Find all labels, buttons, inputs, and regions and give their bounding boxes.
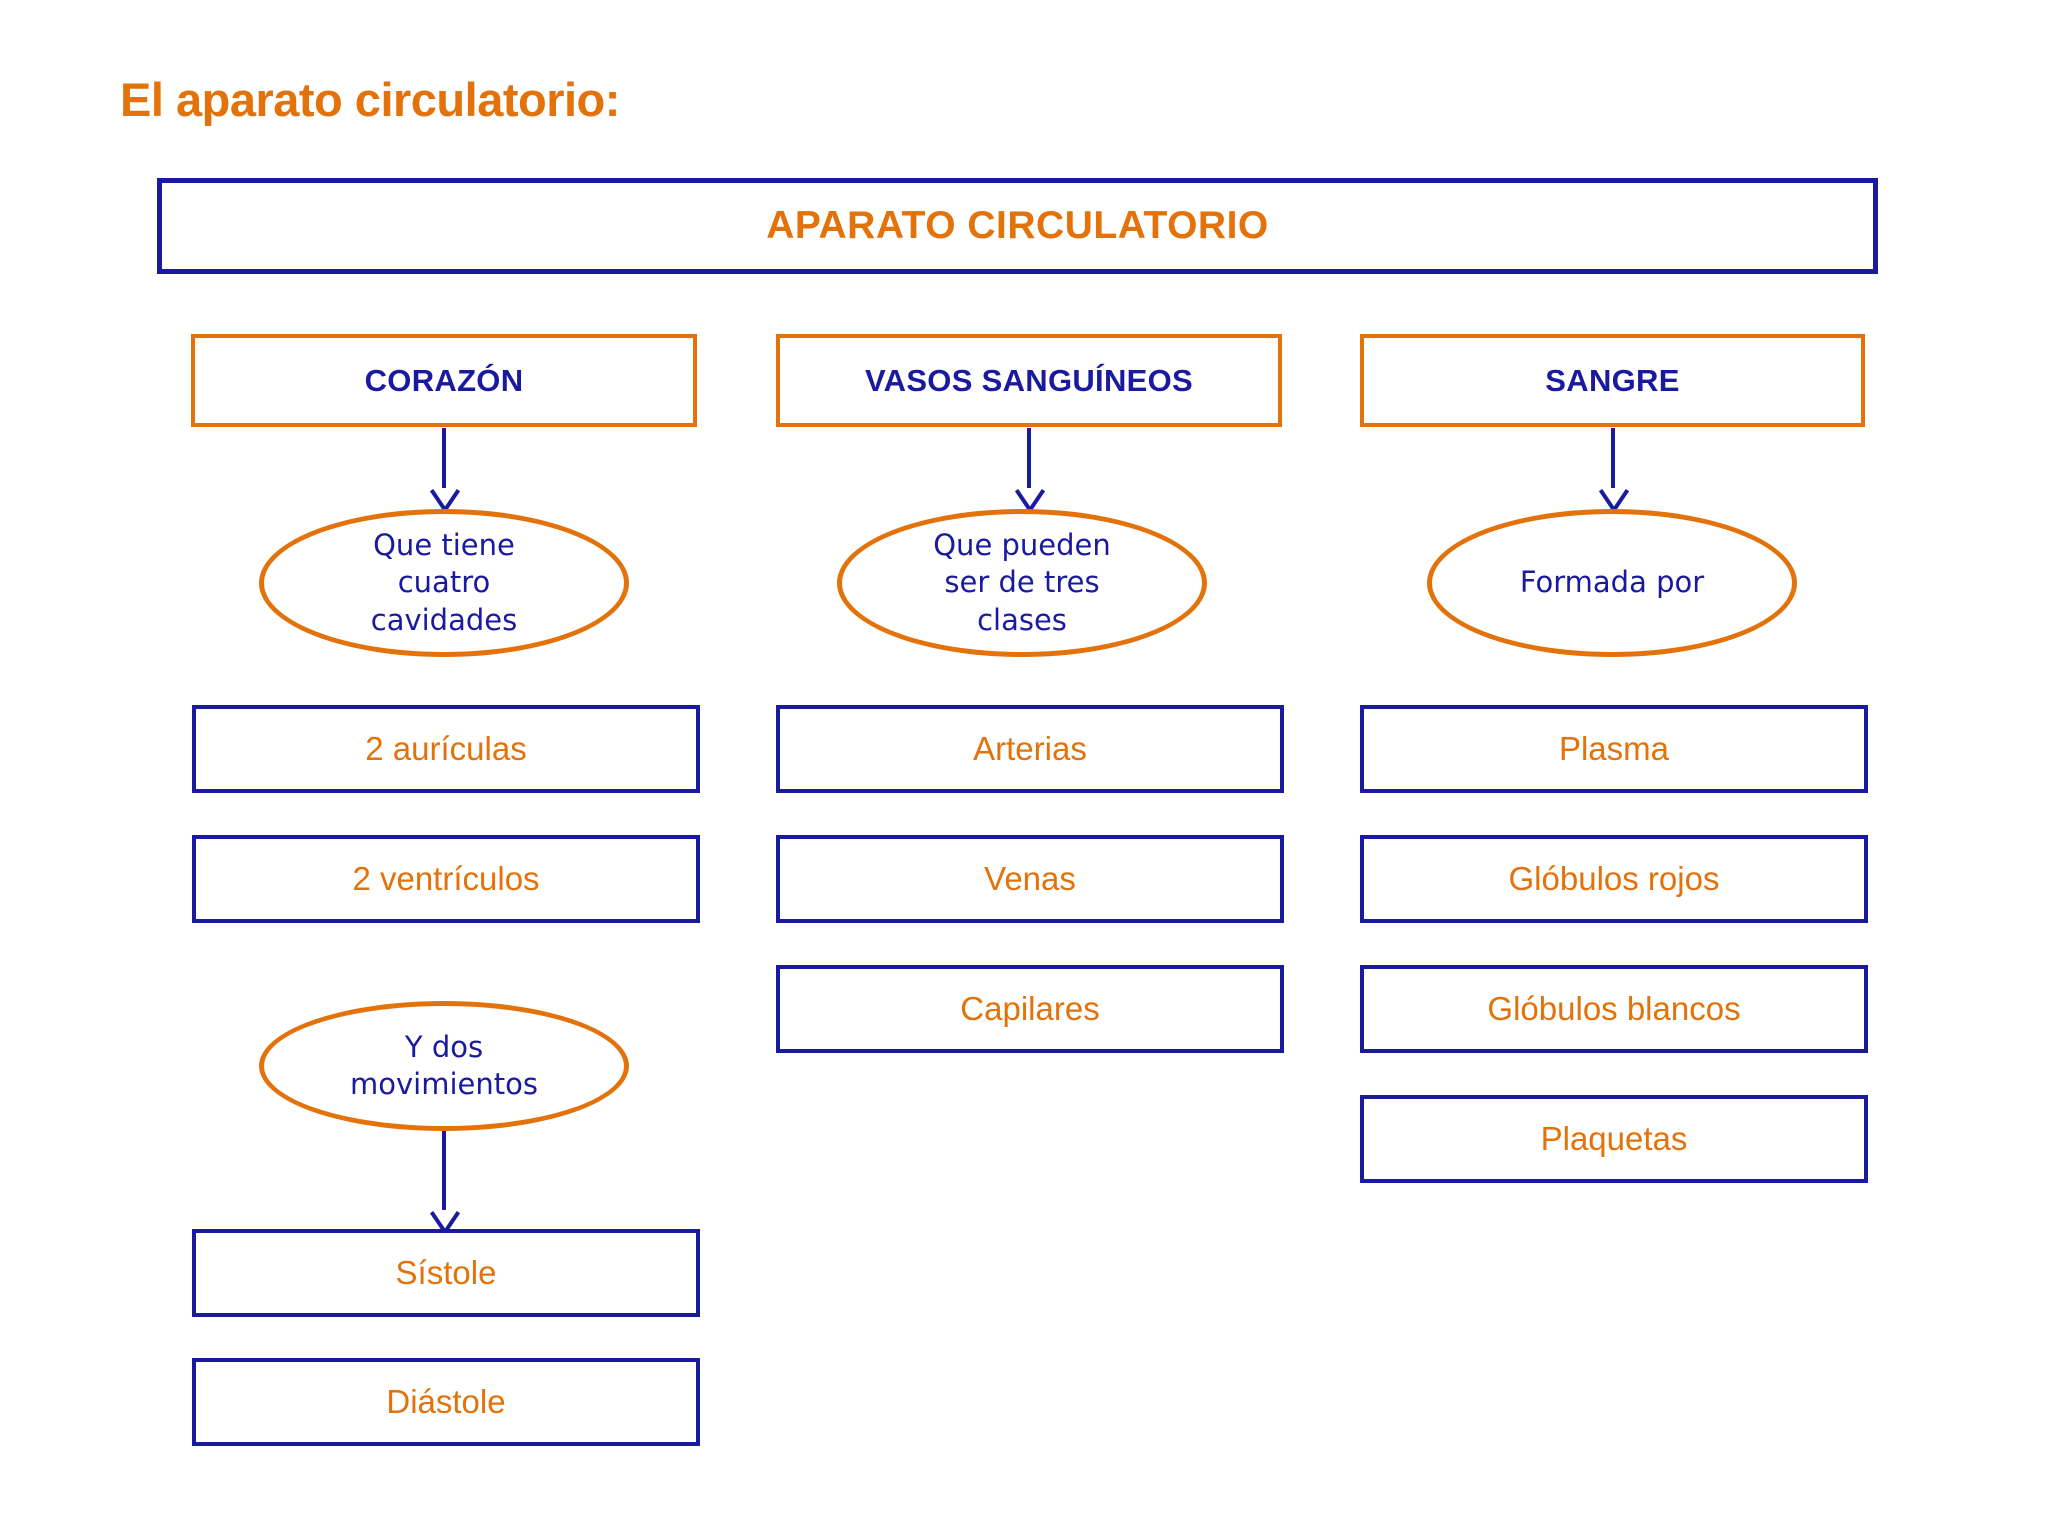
category-box-vasos-sanguineos: VASOS SANGUÍNEOS bbox=[776, 334, 1282, 427]
leaf-label: 2 aurículas bbox=[365, 730, 527, 767]
ellipse-label-sangre-formada-por: Formada por bbox=[1519, 565, 1705, 600]
leaf-label: Venas bbox=[984, 860, 1076, 897]
category-label-sangre: SANGRE bbox=[1545, 362, 1680, 398]
leaf-label: Plaquetas bbox=[1540, 1120, 1688, 1157]
arrow-down-icon-vasos-to-ellipse bbox=[1017, 428, 1041, 510]
root-node-label: APARATO CIRCULATORIO bbox=[766, 204, 1269, 247]
leaf-box-capilares: Capilares bbox=[776, 965, 1284, 1053]
leaf-label: Glóbulos rojos bbox=[1508, 860, 1720, 897]
leaf-box-plaquetas: Plaquetas bbox=[1360, 1095, 1868, 1183]
arrow-down-icon-corazon-to-ellipse bbox=[432, 428, 456, 510]
leaf-label: Glóbulos blancos bbox=[1487, 990, 1741, 1027]
leaf-box-globulos-blancos: Glóbulos blancos bbox=[1360, 965, 1868, 1053]
arrow-down-icon-sangre-to-ellipse bbox=[1601, 428, 1625, 510]
arrow-down-icon-movimientos-to-sistole bbox=[432, 1131, 456, 1232]
leaf-box-diastole: Diástole bbox=[192, 1358, 700, 1446]
leaf-label: Sístole bbox=[395, 1254, 497, 1291]
leaf-box-2-ventriculos: 2 ventrículos bbox=[192, 835, 700, 923]
leaf-box-plasma: Plasma bbox=[1360, 705, 1868, 793]
leaf-label: Plasma bbox=[1558, 730, 1670, 767]
leaf-label: Arterias bbox=[973, 730, 1087, 767]
leaf-label: Diástole bbox=[386, 1383, 506, 1420]
leaf-box-sistole: Sístole bbox=[192, 1229, 700, 1317]
root-node-aparato-circulatorio: APARATO CIRCULATORIO bbox=[157, 178, 1878, 274]
category-box-sangre: SANGRE bbox=[1360, 334, 1865, 427]
leaf-box-globulos-rojos: Glóbulos rojos bbox=[1360, 835, 1868, 923]
category-box-corazon: CORAZÓN bbox=[191, 334, 697, 427]
leaf-box-2-auriculas: 2 aurículas bbox=[192, 705, 700, 793]
category-label-vasos-sanguineos: VASOS SANGUÍNEOS bbox=[864, 362, 1194, 398]
ellipse-sangre-formada-por: Formada por bbox=[1427, 509, 1797, 657]
leaf-label: Capilares bbox=[960, 990, 1100, 1027]
leaf-box-arterias: Arterias bbox=[776, 705, 1284, 793]
category-label-corazon: CORAZÓN bbox=[364, 362, 524, 398]
page-title: El aparato circulatorio: bbox=[120, 73, 620, 126]
leaf-box-venas: Venas bbox=[776, 835, 1284, 923]
leaf-label: 2 ventrículos bbox=[352, 860, 540, 897]
